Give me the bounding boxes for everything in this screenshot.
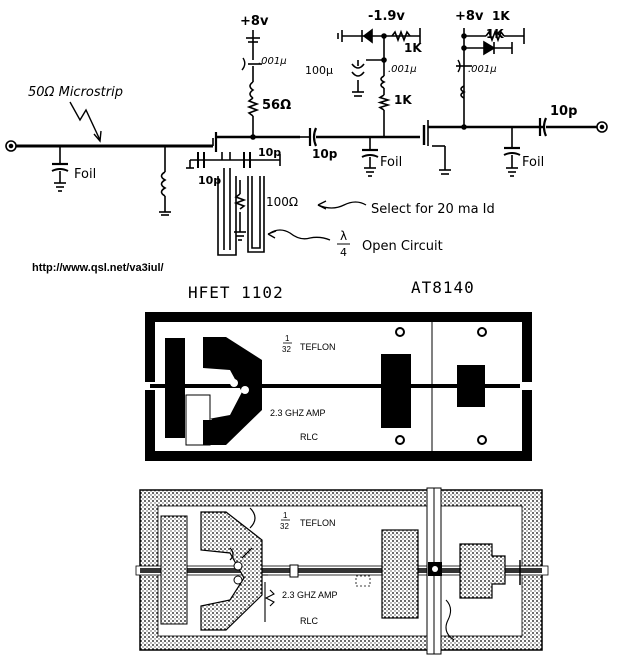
board-label-at8140: AT8140 — [411, 278, 475, 297]
teflon-frac-den-2: 32 — [280, 522, 289, 531]
transistor-at8140 — [422, 120, 545, 175]
source-network — [186, 152, 281, 256]
bypass-cap-mid-label: .001µ — [388, 64, 417, 75]
foil-capacitor-2 — [361, 137, 379, 177]
teflon-label: TEFLON — [300, 342, 336, 352]
bypass-cap-left-label: .001µ — [258, 56, 287, 67]
foil-1-label: Foil — [74, 167, 96, 182]
foil-capacitor-1 — [51, 146, 69, 192]
microstrip-pointer-arrow — [69, 101, 101, 141]
teflon-frac-num: 1 — [285, 334, 290, 343]
lambda-denominator: 4 — [340, 246, 347, 259]
electrolytic-label: 100µ — [305, 64, 333, 77]
foil-3-label: Foil — [522, 155, 544, 170]
supply-gate-label: -1.9v — [368, 9, 405, 24]
supply-right-label: +8v — [455, 9, 484, 24]
shunt-inductor — [159, 146, 171, 216]
source-url: http://www.qsl.net/va3iul/ — [32, 262, 164, 274]
select-note-label: Select for 20 ma Id — [371, 202, 495, 217]
schematic — [5, 28, 608, 256]
supply-left-label: +8v — [240, 14, 269, 29]
lambda-numerator: λ — [340, 229, 347, 243]
cap-10p-d-label: 10p — [550, 104, 577, 119]
input-connector-icon — [5, 140, 17, 152]
pcb-layout-populated: 1 32 TEFLON 2.3 GHZ AMP RLC — [135, 487, 549, 655]
left-supply — [241, 30, 262, 140]
rlc-label-2: RLC — [300, 616, 319, 626]
amp-label-2: 2.3 GHZ AMP — [282, 590, 338, 600]
source-res-label: 100Ω — [266, 195, 298, 209]
microstrip-label: 50Ω Microstrip — [28, 85, 123, 100]
gate-res-1-label: 1K — [404, 41, 422, 55]
teflon-label-2: TEFLON — [300, 518, 336, 528]
cap-10p-c-label: 10p — [198, 174, 221, 187]
stub-note-label: Open Circuit — [362, 239, 443, 254]
bypass-cap-right-label: .001µ — [468, 64, 497, 75]
coupling-cap-1 — [300, 127, 420, 147]
gate-res-2-label: 1K — [394, 93, 412, 107]
right-res-top-label: 1K — [492, 9, 510, 23]
right-supply — [456, 28, 525, 130]
gate-bias-network — [337, 28, 421, 137]
foil-2-label: Foil — [380, 155, 402, 170]
foil-capacitor-3 — [503, 127, 521, 177]
output-coupling-cap — [538, 117, 597, 137]
output-connector-icon — [596, 121, 608, 133]
board-label-hfet: HFET 1102 — [188, 283, 284, 302]
teflon-frac-den: 32 — [282, 345, 291, 354]
cap-10p-a-label: 10p — [312, 147, 338, 161]
amp-label: 2.3 GHZ AMP — [270, 408, 326, 418]
pcb-layout-clean: 1 32 TEFLON 2.3 GHZ AMP RLC — [143, 312, 534, 461]
teflon-frac-num-2: 1 — [283, 511, 288, 520]
rlc-label: RLC — [300, 432, 319, 442]
select-note-arrow — [317, 201, 367, 209]
schematic-labels: +8v -1.9v +8v 1K .001µ .001µ .001µ 100µ … — [28, 9, 577, 259]
drain-resistor-label: 56Ω — [262, 98, 291, 113]
transistor-hfet — [214, 132, 300, 160]
cap-10p-b-label: 10p — [258, 146, 281, 159]
stub-note-arrow — [269, 229, 331, 241]
right-res-label: 1K — [486, 27, 504, 41]
